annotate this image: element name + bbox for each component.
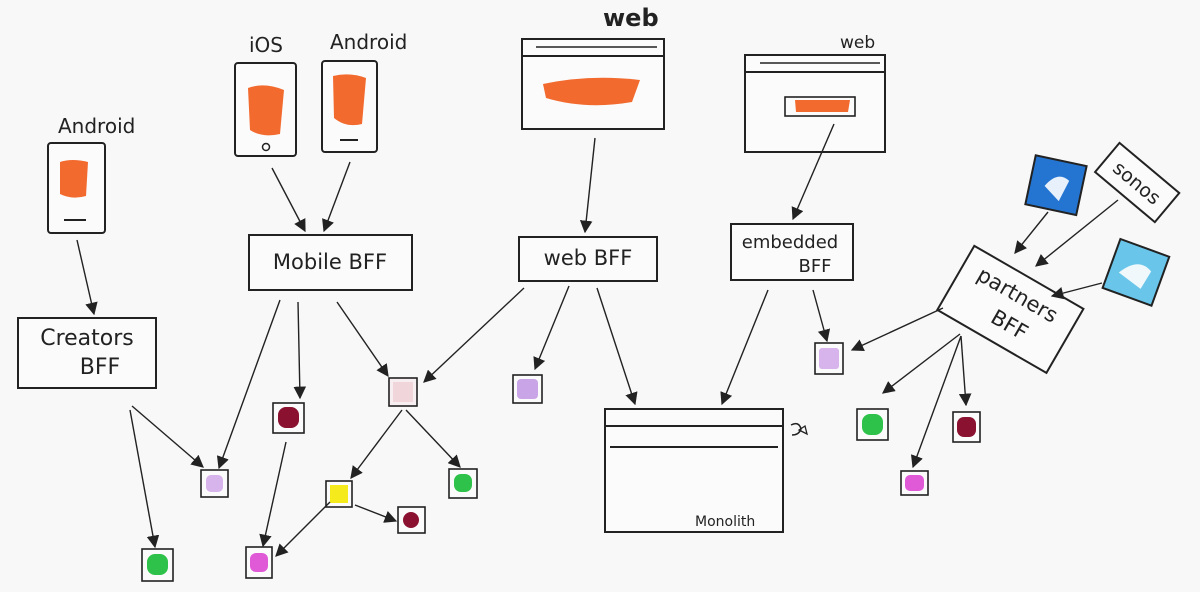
web-bff-label: web BFF (544, 246, 633, 270)
android-top-label: Android (330, 30, 407, 54)
service-magenta-a (245, 546, 273, 579)
mobile-bff: Mobile BFF (248, 234, 413, 291)
web-bff: web BFF (518, 236, 658, 282)
web-browser-embedded (744, 54, 886, 153)
service-green-c (856, 408, 889, 441)
service-magenta-b (900, 470, 929, 496)
monolith-label: Monolith (695, 514, 755, 530)
partner-light-icon (1101, 237, 1171, 307)
sonos-badge: sonos (1093, 141, 1181, 224)
partner-blue-icon (1024, 154, 1088, 217)
partners-bff: partners BFF (935, 244, 1085, 375)
service-squares (141, 342, 981, 582)
android-left-label: Android (58, 114, 135, 138)
mobile-bff-label: Mobile BFF (273, 250, 387, 274)
service-green-a (448, 468, 478, 499)
creators-bff-line1: Creators (40, 326, 134, 351)
service-lavender-a (200, 469, 229, 498)
service-violet-a (512, 374, 543, 404)
embedded-bff: embedded BFF (730, 223, 854, 281)
service-maroon-c (952, 411, 981, 443)
service-violet-b (814, 342, 844, 375)
service-yellow (325, 480, 353, 508)
creators-bff: Creators BFF (17, 317, 157, 389)
service-pink (388, 377, 418, 407)
service-maroon-a (272, 402, 305, 434)
embedded-bff-line2: BFF (798, 256, 831, 277)
embedded-bff-line1: embedded (742, 232, 838, 253)
web-main-label: web (603, 4, 659, 32)
arrows (76, 123, 1119, 557)
ios-label: iOS (249, 33, 283, 57)
service-green-b (141, 548, 174, 582)
android-left-phone (47, 142, 106, 234)
monolith: Monolith (604, 408, 808, 533)
creators-bff-line2: BFF (80, 355, 120, 380)
web-browser-main (521, 38, 665, 130)
android-top-phone (321, 60, 378, 153)
ios-phone (234, 62, 297, 157)
service-maroon-b (397, 506, 426, 534)
web-embedded-label: web (840, 33, 875, 53)
